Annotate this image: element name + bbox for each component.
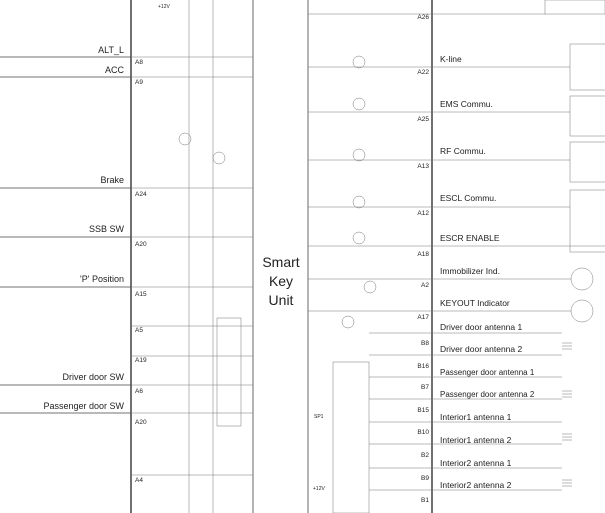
left-signal: Brake A24 bbox=[0, 175, 253, 198]
right-signal: Passenger door antenna 2 B15 bbox=[369, 390, 562, 414]
left-signal: A19 bbox=[131, 355, 253, 364]
right-pin-label: A26 bbox=[417, 14, 429, 21]
right-signal: Driver door antenna 1 B8 bbox=[369, 322, 562, 347]
right-signal-label: Interior2 antenna 1 bbox=[440, 458, 512, 468]
left-signal: A5 bbox=[131, 325, 253, 334]
left-pin-label: A8 bbox=[135, 59, 143, 66]
left-signal-label: ACC bbox=[105, 65, 125, 75]
left-pin-label: A9 bbox=[135, 79, 143, 86]
right-pin-label: B7 bbox=[421, 384, 429, 391]
right-signal-label: Passenger door antenna 1 bbox=[440, 368, 535, 377]
right-pin-label: A25 bbox=[417, 116, 429, 123]
right-pin-label: B16 bbox=[417, 363, 429, 370]
right-signal-label: Interior1 antenna 1 bbox=[440, 412, 512, 422]
right-pin-label: B2 bbox=[421, 452, 429, 459]
structure bbox=[130, 0, 605, 513]
right-signal-label: Interior1 antenna 2 bbox=[440, 435, 512, 445]
right-signal: Interior1 antenna 2 B2 bbox=[369, 435, 562, 459]
left-signal: SSB SW A20 bbox=[0, 224, 253, 248]
right-signal: ESCR ENABLE A18 bbox=[308, 233, 605, 258]
right-signal-label: KEYOUT Indicator bbox=[440, 298, 510, 308]
right-signal-label: Driver door antenna 1 bbox=[440, 322, 522, 332]
left-signal: A4 bbox=[131, 474, 253, 484]
right-pin-label: A18 bbox=[417, 251, 429, 258]
left-signal-label: Driver door SW bbox=[62, 372, 124, 382]
right-signal-label: Immobilizer Ind. bbox=[440, 266, 500, 276]
right-signal: Interior2 antenna 2 B1 bbox=[369, 480, 562, 504]
right-signal-label: K-line bbox=[440, 54, 462, 64]
label-12v-top: +12V bbox=[158, 4, 170, 10]
left-pin-label: A4 bbox=[135, 477, 143, 484]
right-signal: Immobilizer Ind. A2 bbox=[308, 266, 571, 289]
left-pin-label: A20 bbox=[135, 241, 147, 248]
left-signal: ACC A9 bbox=[0, 65, 253, 86]
left-signal: ALT_L A8 bbox=[0, 45, 253, 66]
right-signal-label: Driver door antenna 2 bbox=[440, 344, 522, 354]
left-pin-label: A15 bbox=[135, 291, 147, 298]
right-signal-label: ESCL Commu. bbox=[440, 193, 496, 203]
right-signal: RF Commu. A13 bbox=[308, 146, 570, 170]
left-pin-label: A6 bbox=[135, 388, 143, 395]
right-pin-label: B1 bbox=[421, 497, 429, 504]
right-signal-label: ESCR ENABLE bbox=[440, 233, 500, 243]
right-pin-label: B9 bbox=[421, 475, 429, 482]
right-pin-label: A17 bbox=[417, 314, 429, 321]
left-signal-label: Brake bbox=[100, 175, 124, 185]
right-pin-label: A2 bbox=[421, 282, 429, 289]
right-signal: Interior2 antenna 1 B9 bbox=[369, 458, 562, 482]
left-signals: ALT_L A8 ACC A9 Brake A24 SSB SW A20 'P'… bbox=[0, 45, 253, 484]
right-pin-label: A22 bbox=[417, 69, 429, 76]
right-signal-label: EMS Commu. bbox=[440, 99, 493, 109]
right-pin-label: B8 bbox=[421, 340, 429, 347]
right-signal-label: Passenger door antenna 2 bbox=[440, 390, 535, 399]
right-pin-label: B10 bbox=[417, 429, 429, 436]
right-signal: K-line A22 bbox=[308, 54, 570, 76]
left-signal-label: ALT_L bbox=[98, 45, 124, 55]
unit-title-line-2: Key bbox=[269, 273, 293, 289]
right-signal: ESCL Commu. A12 bbox=[308, 193, 570, 217]
unit-title-line-3: Unit bbox=[269, 292, 294, 308]
right-signal: Interior1 antenna 1 B10 bbox=[369, 412, 562, 436]
right-pin-label: A13 bbox=[417, 163, 429, 170]
right-signal: EMS Commu. A25 bbox=[308, 99, 570, 123]
left-pin-label: A19 bbox=[135, 357, 147, 364]
left-signal: Passenger door SW A20 bbox=[0, 401, 253, 426]
left-pin-label: A20 bbox=[135, 419, 147, 426]
right-signal-label: RF Commu. bbox=[440, 146, 486, 156]
unit-title-line-1: Smart bbox=[262, 254, 299, 270]
left-pin-label: A5 bbox=[135, 327, 143, 334]
right-signal: KEYOUT Indicator A17 bbox=[308, 298, 571, 321]
right-signal-label: Interior2 antenna 2 bbox=[440, 480, 512, 490]
left-signal: Driver door SW A6 bbox=[0, 372, 253, 395]
left-signal: 'P' Position A15 bbox=[0, 274, 253, 298]
label-12v-bottom: +12V bbox=[313, 486, 325, 492]
right-signals: A26 K-line A22 EMS Commu. A25 RF Commu. … bbox=[308, 13, 605, 504]
right-pin-label: B15 bbox=[417, 407, 429, 414]
label-sp1: SP1 bbox=[314, 414, 324, 420]
right-signal: A26 bbox=[308, 13, 545, 21]
right-signal: Driver door antenna 2 B16 bbox=[369, 344, 562, 370]
right-signal: Passenger door antenna 1 B7 bbox=[369, 368, 562, 391]
left-signal-label: SSB SW bbox=[89, 224, 125, 234]
left-signal-label: Passenger door SW bbox=[43, 401, 124, 411]
left-pin-label: A24 bbox=[135, 191, 147, 198]
right-pin-label: A12 bbox=[417, 210, 429, 217]
left-signal-label: 'P' Position bbox=[80, 274, 124, 284]
